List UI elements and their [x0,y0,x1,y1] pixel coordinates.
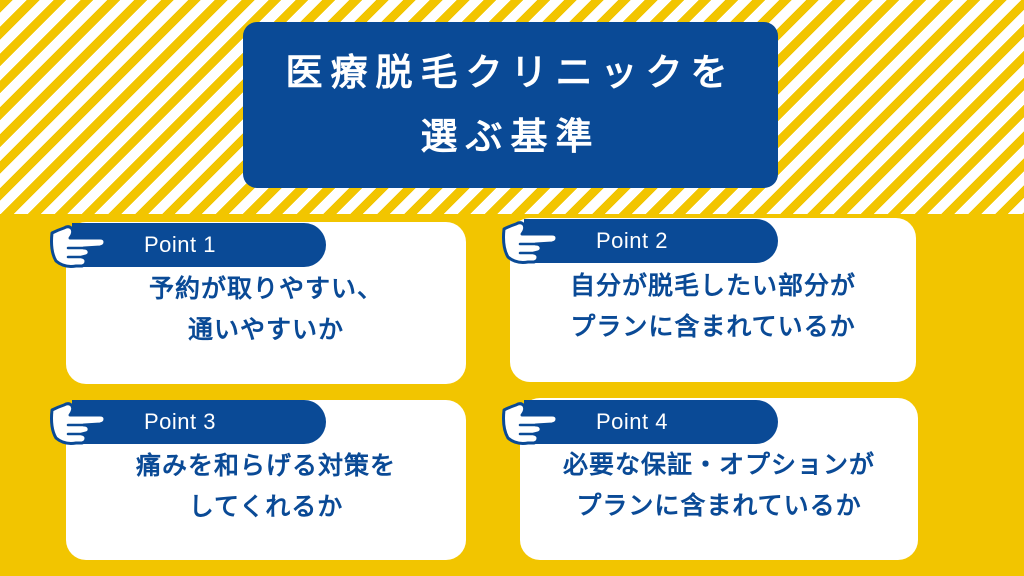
point-1-line-1: 予約が取りやすい、 [148,274,383,303]
title-line-2: 選ぶ基準 [420,115,601,158]
title-line-1: 医療脱毛クリニックを [285,51,736,94]
pointing-hand-icon [502,221,559,264]
point-tab-2 [524,219,778,263]
point-1-line-2: 通いやすいか [187,315,344,344]
title-banner: 医療脱毛クリニックを 選ぶ基準 [243,22,778,188]
pointing-hand-icon [50,402,107,445]
point-tab-1 [72,223,326,267]
point-4-line-1: 必要な保証・オプションが [562,450,875,479]
point-3-line-1: 痛みを和らげる対策を [135,451,396,480]
point-tab-4 [524,400,778,444]
point-tab-3 [72,400,326,444]
point-2-line-2: プランに含まれているか [570,312,856,341]
point-4-line-2: プランに含まれているか [576,491,862,520]
point-2-line-1: 自分が脱毛したい部分が [569,271,856,300]
pointing-hand-icon [50,225,107,268]
point-label-1: Point 1 [144,232,216,257]
point-label-4: Point 4 [596,409,668,434]
point-label-3: Point 3 [144,409,216,434]
point-3-line-2: してくれるか [188,492,344,521]
pointing-hand-icon [502,402,559,445]
point-label-2: Point 2 [596,228,668,253]
